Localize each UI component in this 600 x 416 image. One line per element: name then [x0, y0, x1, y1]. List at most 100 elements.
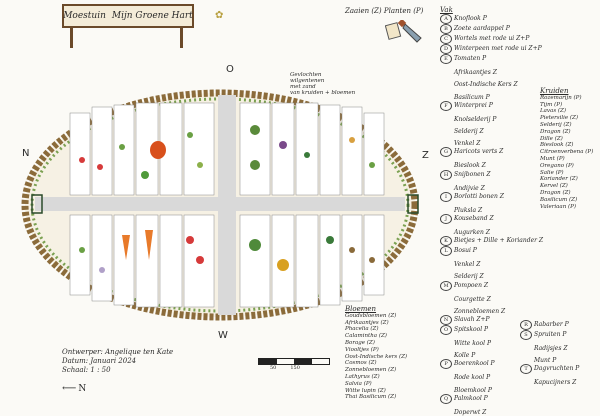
- bed-text: Knolselderij P: [454, 115, 497, 123]
- sow-plant-legend: Zaaien (Z) Planten (P): [345, 7, 424, 15]
- bed-text: Bieslook Z: [454, 162, 486, 170]
- bed-item: Bieslook Z: [440, 157, 543, 169]
- bed-id-badge: J: [440, 214, 452, 225]
- bed-id-badge: Q: [440, 393, 452, 404]
- bed-text: Snijbonen Z: [454, 170, 491, 178]
- herb-item: Salie (P): [540, 169, 564, 176]
- flower-item: Viooltjes (P): [345, 346, 379, 353]
- bed-text: Augurken Z: [454, 229, 490, 237]
- bed-text: Afrikaantjes Z: [454, 69, 497, 77]
- bed-id-badge: F: [440, 100, 452, 111]
- flower-item: Witte lupin (Z): [345, 387, 386, 394]
- bed-text: Rabarber P: [534, 321, 569, 328]
- butterfly-icon: ✿: [215, 10, 224, 21]
- herb-list: Kruiden Rozemarijn (P)Tijm (P)Lavas (Z)P…: [540, 88, 593, 210]
- beds-se: [239, 214, 385, 308]
- path-horizontal: [35, 197, 405, 211]
- bed-text: Winterprei P: [454, 101, 493, 109]
- bed-text: Kolle P: [454, 352, 476, 360]
- flower-item: Afrikaantjes (Z): [345, 319, 389, 326]
- bed-item: Afrikaantjes Z: [440, 64, 543, 76]
- bed-item: Kapucijners Z: [520, 374, 579, 386]
- herb-list-title: Kruiden: [540, 87, 569, 95]
- bed-id-badge: O: [440, 325, 452, 336]
- bed-text: Slavah Z+P: [454, 316, 490, 324]
- credit-date: Datum: Januari 2024: [62, 357, 137, 365]
- bed-id-badge: P: [440, 359, 452, 370]
- bed-id-badge: G: [440, 147, 452, 158]
- beds-sw: [69, 214, 215, 308]
- herb-item: Kervel (Z): [540, 183, 568, 190]
- border-note: Gevlochten wilgentenen met zand van krui…: [290, 72, 356, 96]
- flower-item: Thai Basilicum (Z): [345, 394, 397, 401]
- herb-item: Basilicum (Z): [540, 196, 578, 203]
- garden-plan: [21, 89, 419, 321]
- bed-item: Augurken Z: [440, 224, 543, 236]
- bed-text: Bloemkool P: [454, 386, 492, 394]
- flower-item: Goudsbloemen (Z): [345, 312, 397, 319]
- scale-label-a: 50: [270, 365, 277, 371]
- sign-title-right: Mijn Groene Hart: [111, 11, 193, 21]
- flower-item: Borage (Z): [345, 339, 375, 346]
- bed-text: Spitskool P: [454, 326, 489, 334]
- bed-id-badge: L: [440, 246, 452, 257]
- bed-id-badge: D: [440, 44, 452, 55]
- bed-id-badge: H: [440, 169, 452, 180]
- compass-n: N: [22, 148, 30, 159]
- bed-text: Witte kool P: [454, 340, 491, 348]
- scale-label-b: 150: [290, 365, 300, 371]
- herb-item: Oregano (P): [540, 162, 574, 169]
- herb-item: Dragon (Z): [540, 189, 571, 196]
- bed-text: Pluksla Z: [454, 206, 483, 214]
- bed-text: Boerenkool P: [454, 360, 495, 368]
- arrow-left-icon: ⟵: [62, 383, 77, 394]
- seed-packet-trowel-icon: [385, 20, 422, 43]
- herb-item: Munt (P): [540, 155, 565, 162]
- herb-item: Rozemarijn (P): [540, 94, 582, 101]
- scale-bar: 50 150: [258, 358, 330, 371]
- flower-item: Lathyrus (Z): [345, 373, 380, 380]
- bed-text: Kapucijners Z: [534, 379, 577, 387]
- bed-text: Wortels met rode ui Z+P: [454, 35, 530, 43]
- beds-ne: [239, 102, 385, 196]
- bed-item: Courgette Z: [440, 291, 543, 303]
- bed-text: Courgette Z: [454, 295, 491, 303]
- herb-item: Dille (Z): [540, 135, 563, 142]
- herb-list-items: Rozemarijn (P)Tijm (P)Lavas (Z)Pietersil…: [540, 95, 593, 211]
- flower-item: Zonnebloemen (Z): [345, 367, 397, 374]
- flower-list-items: Goudsbloemen (Z)Afrikaantjes (Z)Phacelia…: [345, 313, 407, 401]
- flower-item: Calamintha (Z): [345, 333, 387, 340]
- bed-text: Bosui P: [454, 247, 477, 255]
- bed-text: Munt P: [534, 357, 557, 365]
- bed-text: Winterpeen met rode ui Z+P: [454, 45, 542, 53]
- bed-text: Selderij Z: [454, 128, 484, 136]
- bed-item: Selderij Z: [440, 268, 543, 280]
- sign-post-right: [180, 24, 183, 48]
- credit-scale: Schaal: 1 : 50: [62, 366, 111, 374]
- herb-item: Bieslook (Z): [540, 142, 574, 149]
- bed-id-badge: R: [520, 320, 532, 330]
- bed-text: Andijvie Z: [454, 184, 485, 192]
- herb-item: Citroenverbena (P): [540, 149, 594, 156]
- herb-item: Koriander (Z): [540, 176, 578, 183]
- flower-list-title: Bloemen: [345, 305, 377, 313]
- bed-item: Kolle P: [440, 347, 543, 359]
- credits: Ontwerper: Angelique ten Kate Datum: Jan…: [62, 348, 173, 375]
- bed-id-badge: S: [520, 330, 532, 340]
- bed-id-badge: E: [440, 54, 452, 65]
